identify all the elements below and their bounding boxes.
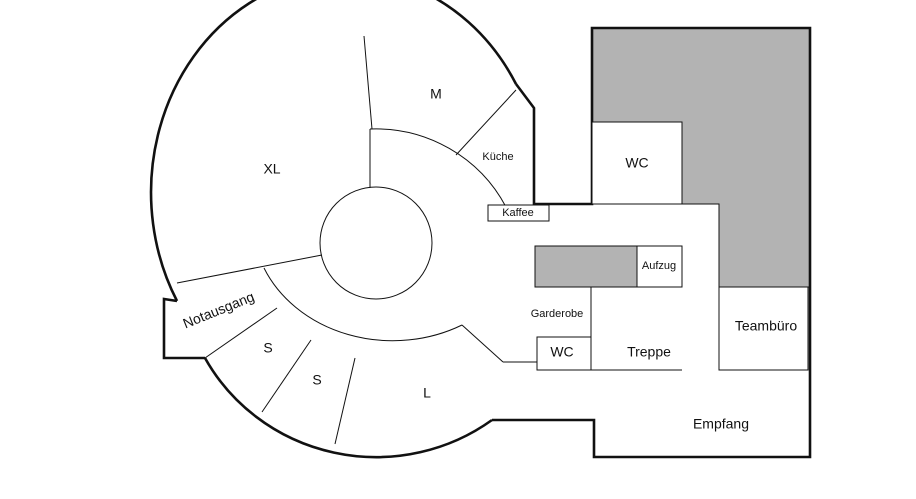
label-treppe: Treppe	[627, 344, 671, 360]
divider-s-s	[261, 339, 312, 413]
room-wc-top	[591, 121, 683, 205]
label-aufzug: Aufzug	[642, 260, 676, 272]
outer-walls	[149, 0, 812, 459]
room-dividers	[176, 35, 537, 445]
label-teambuero: Teambüro	[735, 318, 797, 334]
label-s-1: S	[263, 340, 272, 356]
emergency-exit-wall	[162, 297, 205, 360]
label-kaffee: Kaffee	[502, 207, 534, 219]
outer-wall-top-right	[492, 26, 812, 459]
inner-ring-arc	[369, 128, 507, 208]
label-wc-top: WC	[625, 155, 648, 171]
inner-ring-arc-lower	[263, 267, 463, 342]
label-notausgang: Notausgang	[181, 288, 257, 331]
label-s-2: S	[312, 372, 321, 388]
central-core	[319, 186, 433, 300]
label-wc-bottom: WC	[550, 344, 573, 360]
divider-notausgang-s	[204, 307, 278, 359]
inner-structure	[263, 128, 507, 342]
divider-s-l	[334, 357, 356, 445]
label-empfang: Empfang	[693, 416, 749, 432]
label-l: L	[423, 385, 431, 401]
outer-wall-arc	[149, 0, 518, 302]
room-teambuero	[718, 286, 809, 371]
label-garderobe: Garderobe	[531, 308, 584, 320]
room-wc-bottom	[536, 336, 592, 371]
blocked-area-elevator-shaft	[534, 245, 638, 288]
corridor-wall-bottom	[461, 324, 504, 363]
divider-m-kueche	[455, 89, 517, 156]
label-xl: XL	[263, 161, 280, 177]
room-kaffee-counter	[487, 204, 550, 222]
right-rooms	[487, 121, 809, 371]
outer-wall-bottom-arc	[203, 357, 493, 459]
label-kueche: Küche	[482, 151, 513, 163]
label-m: M	[430, 86, 442, 102]
treppe-walls	[590, 286, 682, 370]
divider-xl-m	[363, 35, 373, 130]
divider-xl-notausgang	[176, 254, 323, 284]
blocked-areas	[534, 27, 811, 288]
